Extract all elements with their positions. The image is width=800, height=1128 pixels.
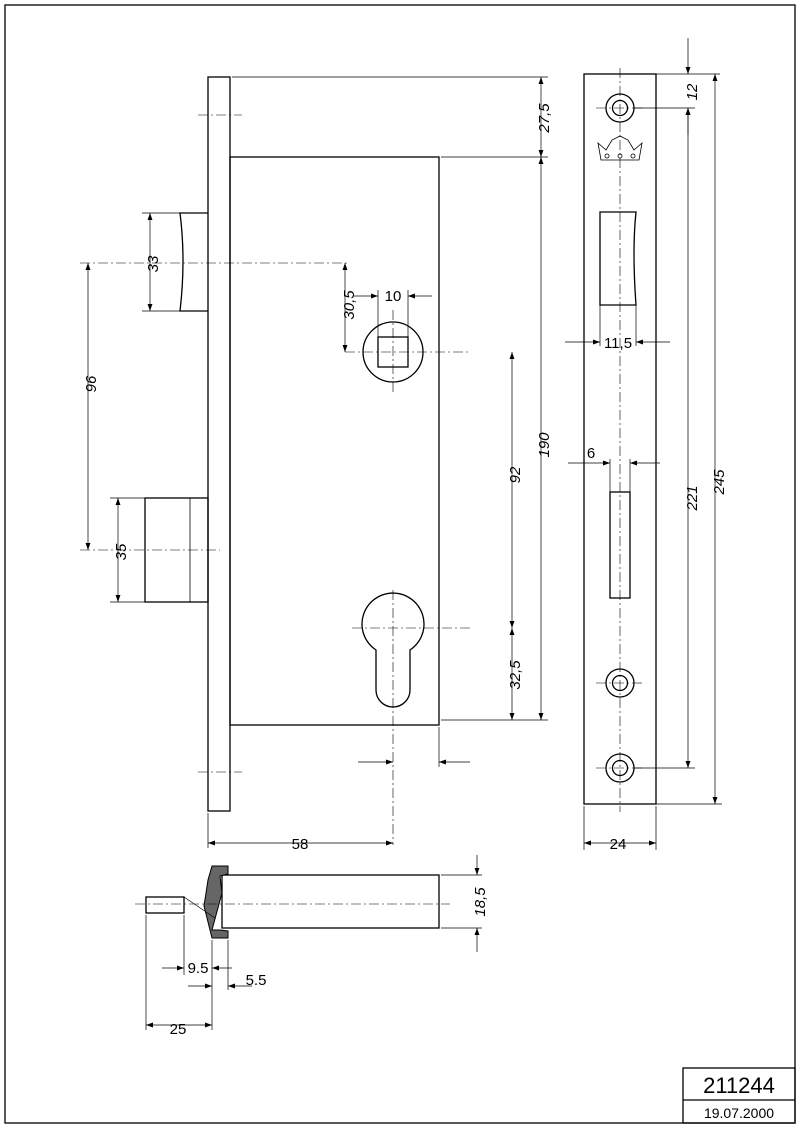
- dim-case-depth: 18,5: [472, 887, 489, 917]
- dim-backset: 58: [292, 836, 309, 853]
- crown-icon: [597, 135, 643, 161]
- forend-plate: [207, 76, 231, 812]
- bolt-slot: [609, 491, 631, 599]
- title-block: 211244 19.07.2000: [682, 1067, 796, 1124]
- screw-hole-middle: [596, 668, 644, 698]
- drawing-frame: [4, 4, 796, 1124]
- cylinder-cutout: [361, 592, 425, 708]
- dim-hole-spacing: 221: [684, 485, 701, 511]
- front-view: 27,5 190 33 30,5 10 96 35 92 32,5 58: [80, 76, 553, 853]
- dim-latch-to-bolt: 96: [83, 375, 100, 392]
- dim-spindle-offset: 30,5: [341, 290, 358, 320]
- section-bolt: [145, 896, 185, 914]
- dim-bolt-height: 35: [113, 543, 130, 560]
- dim-total-length: 245: [711, 469, 728, 496]
- dim-spindle-square: 10: [385, 288, 402, 305]
- dim-width: 24: [610, 836, 627, 853]
- section-case: [221, 874, 440, 929]
- dim-latch-height: 33: [145, 255, 162, 272]
- drawing-date: 19.07.2000: [704, 1105, 774, 1121]
- dim-body-height: 190: [536, 432, 553, 458]
- dim-step-b: 5.5: [246, 972, 267, 989]
- latch-slot: [599, 211, 637, 306]
- dim-top-offset: 27,5: [536, 103, 553, 134]
- dim-projection: 25: [170, 1021, 187, 1038]
- dim-bolt-slot: 6: [587, 445, 595, 462]
- dim-latch-slot: 11,5: [604, 335, 632, 352]
- dim-top-hole: 12: [684, 83, 701, 100]
- latch-bolt: [179, 212, 208, 312]
- dim-step-a: 9.5: [188, 960, 209, 977]
- dim-cylinder-offset: 32,5: [507, 660, 524, 690]
- faceplate-view: 12 11,5 6 221 245 24: [565, 38, 728, 853]
- lock-case: [229, 156, 440, 726]
- dim-centre-distance: 92: [507, 466, 524, 483]
- section-forend-profile: [203, 865, 229, 939]
- section-view: 18,5 9.5 5.5 25: [135, 855, 489, 1038]
- part-number: 211244: [703, 1073, 775, 1098]
